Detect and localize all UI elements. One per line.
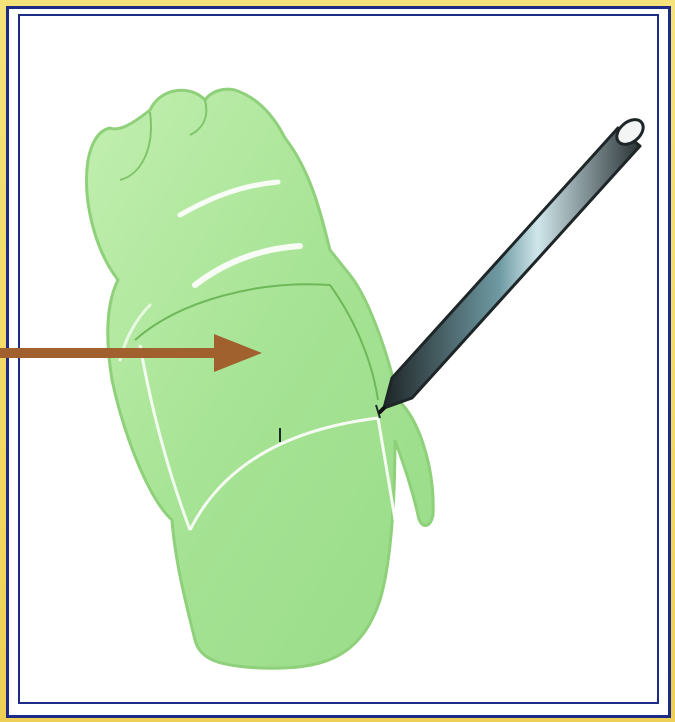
crown-body [87,89,434,668]
pencil-icon [380,115,648,412]
tooth-crown [87,89,434,668]
